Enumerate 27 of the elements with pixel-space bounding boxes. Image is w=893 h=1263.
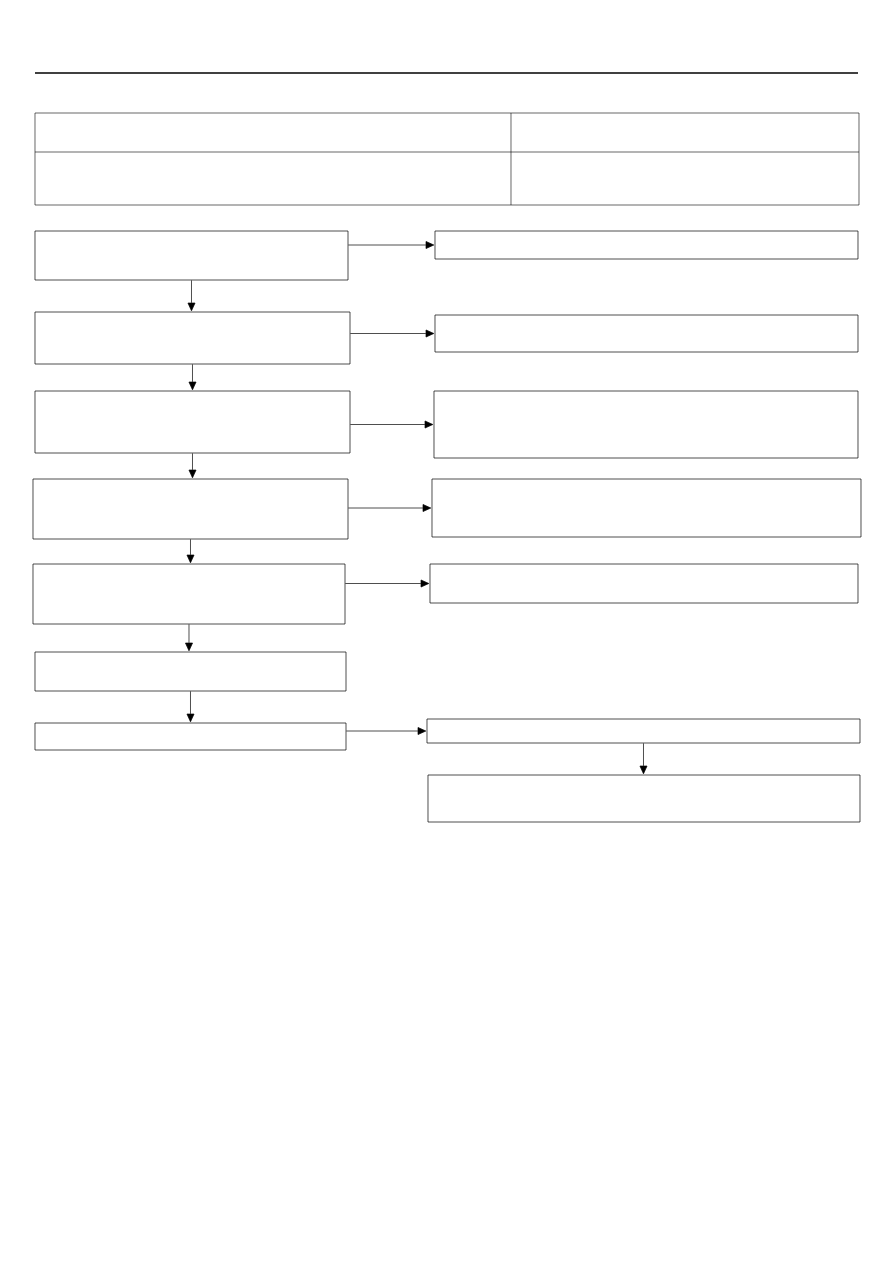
arrow [186,539,195,564]
process-box [426,718,861,744]
arrow [185,624,193,652]
arrow [345,579,430,588]
process-box [429,563,859,604]
process-box [34,311,351,365]
process-box [433,390,859,459]
arrow [187,280,196,312]
arrow [186,691,195,723]
arrow [188,453,197,479]
process-box [431,478,862,538]
arrow [350,329,435,338]
arrow [188,364,197,391]
process-box [34,230,349,281]
process-box [34,722,347,751]
process-box [34,651,347,692]
process-box [32,563,346,625]
process-box [427,774,861,823]
process-box [434,230,859,260]
process-box [32,478,349,540]
arrow [348,241,435,249]
arrow [346,727,427,735]
arrow [350,420,434,429]
process-box [34,390,351,454]
arrow [348,504,432,512]
arrow [639,743,648,775]
process-box [434,314,859,353]
